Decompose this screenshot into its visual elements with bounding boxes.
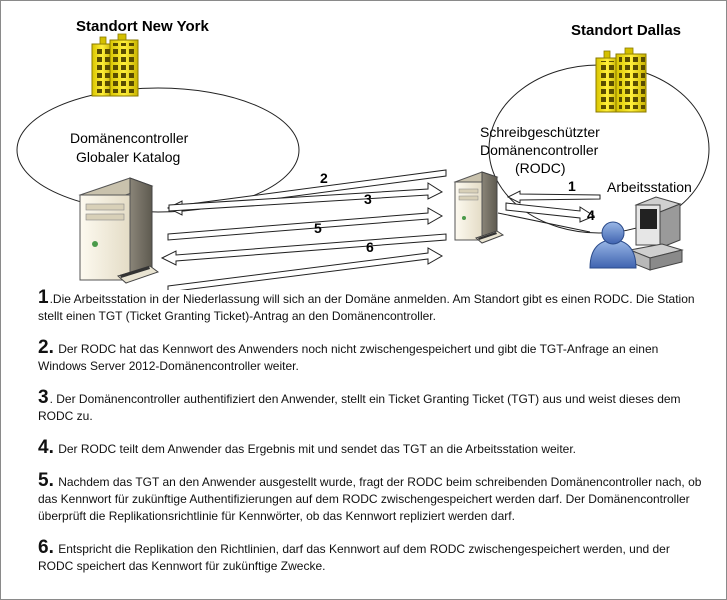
step-6-number: 6. bbox=[38, 537, 54, 558]
arrow-number-1: 1 bbox=[568, 178, 576, 194]
site-dallas-title: Standort Dallas bbox=[571, 22, 681, 39]
arrow-5 bbox=[167, 207, 444, 241]
arrow-6-left bbox=[160, 233, 447, 266]
domain-controller-server-icon bbox=[78, 177, 160, 284]
step-6: 6. Entspricht die Replikation den Richtl… bbox=[38, 537, 708, 575]
arrow-4 bbox=[505, 202, 596, 223]
arrow-2 bbox=[166, 169, 447, 216]
step-4: 4. Der RODC teilt dem Anwender das Ergeb… bbox=[38, 437, 708, 458]
workstation-label: Arbeitsstation bbox=[607, 179, 692, 195]
step-1-number: 1 bbox=[38, 287, 49, 308]
step-3-text: . Der Domänencontroller authentifiziert … bbox=[38, 392, 681, 423]
arrow-number-5: 5 bbox=[314, 220, 322, 236]
site-new-york-ellipse bbox=[16, 87, 300, 213]
step-5-number: 5. bbox=[38, 470, 54, 491]
arrow-number-3: 3 bbox=[364, 191, 372, 207]
dc-label-line2: Globaler Katalog bbox=[76, 149, 180, 165]
step-5: 5. Nachdem das TGT an den Anwender ausge… bbox=[38, 470, 708, 525]
arrow-6 bbox=[167, 247, 444, 290]
step-1: 1.Die Arbeitsstation in der Niederlassun… bbox=[38, 287, 708, 325]
dc-label-line1: Domänencontroller bbox=[70, 130, 189, 146]
step-2: 2. Der RODC hat das Kennwort des Anwende… bbox=[38, 337, 708, 375]
arrow-3 bbox=[168, 182, 444, 212]
arrow-1 bbox=[506, 190, 601, 204]
site-new-york-title: Standort New York bbox=[76, 18, 209, 35]
building-new-york-icon bbox=[91, 33, 139, 97]
rodc-server-icon bbox=[453, 171, 505, 244]
step-5-text: Nachdem das TGT an den Anwender ausgeste… bbox=[38, 475, 702, 523]
rodc-label-line3: (RODC) bbox=[515, 160, 566, 176]
building-dallas-icon bbox=[595, 47, 647, 113]
step-3: 3. Der Domänencontroller authentifiziert… bbox=[38, 387, 708, 425]
step-2-number: 2. bbox=[38, 337, 54, 358]
step-3-number: 3 bbox=[38, 387, 49, 408]
step-4-number: 4. bbox=[38, 437, 54, 458]
user-person-icon bbox=[589, 221, 637, 269]
step-6-text: Entspricht die Replikation den Richtlini… bbox=[38, 542, 670, 573]
rodc-label-line2: Domänencontroller bbox=[480, 142, 599, 158]
connector-line bbox=[497, 212, 591, 233]
workstation-computer-icon bbox=[628, 196, 684, 271]
step-1-text: .Die Arbeitsstation in der Niederlassung… bbox=[38, 292, 695, 323]
step-2-text: Der RODC hat das Kennwort des Anwenders … bbox=[38, 342, 659, 373]
arrow-number-2: 2 bbox=[320, 170, 328, 186]
arrow-number-6: 6 bbox=[366, 239, 374, 255]
rodc-label-line1: Schreibgeschützter bbox=[480, 124, 600, 140]
network-diagram: Standort New York Standort Dallas Domäne… bbox=[16, 18, 710, 290]
step-list: 1.Die Arbeitsstation in der Niederlassun… bbox=[38, 287, 708, 589]
arrow-number-4: 4 bbox=[587, 207, 595, 223]
step-4-text: Der RODC teilt dem Anwender das Ergebnis… bbox=[54, 442, 577, 456]
